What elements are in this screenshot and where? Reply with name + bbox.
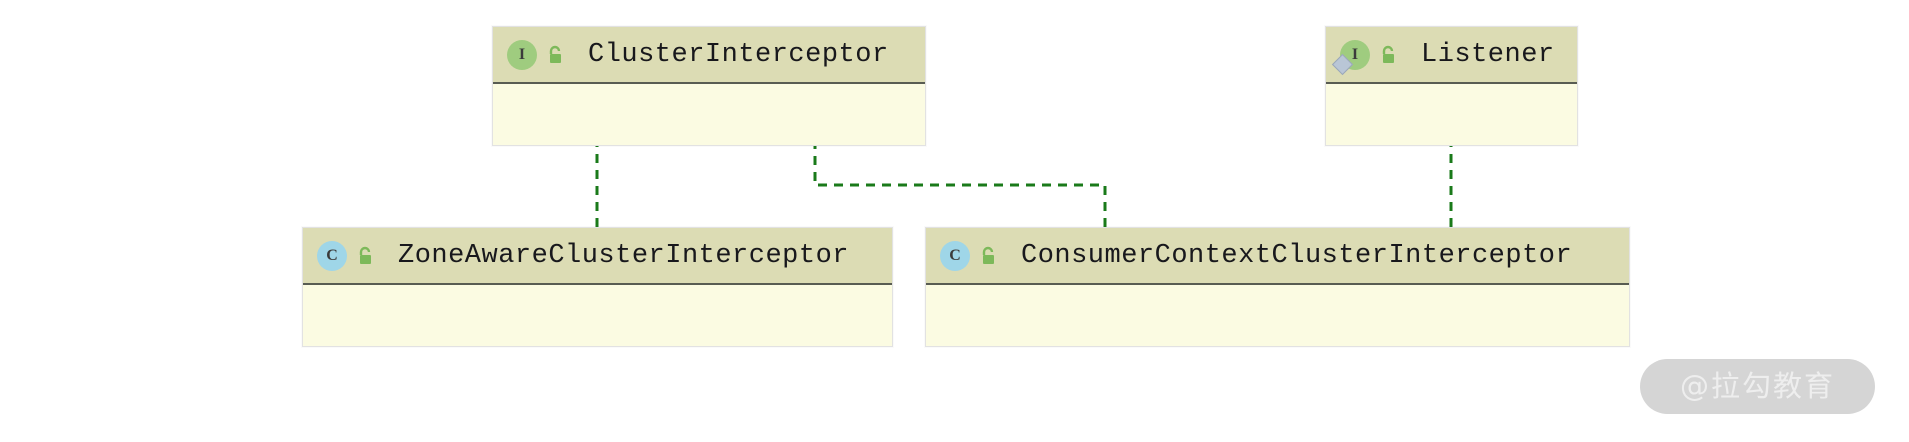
unlocked-padlock-icon xyxy=(544,44,566,66)
unlocked-padlock-icon xyxy=(977,245,999,267)
uml-class-header: C ZoneAwareClusterInterceptor xyxy=(303,228,892,285)
uml-class-members-compartment xyxy=(1326,84,1577,138)
uml-class-members-compartment xyxy=(493,84,925,138)
uml-class-name: ClusterInterceptor xyxy=(588,39,889,70)
uml-class-zone-aware-cluster-interceptor[interactable]: C ZoneAwareClusterInterceptor xyxy=(302,227,893,347)
uml-class-header: C ConsumerContextClusterInterceptor xyxy=(926,228,1629,285)
uml-class-name: ConsumerContextClusterInterceptor xyxy=(1021,240,1573,271)
uml-class-name: ZoneAwareClusterInterceptor xyxy=(398,240,849,271)
uml-class-header: I ClusterInterceptor xyxy=(493,27,925,84)
interface-stereotype-icon: I xyxy=(1331,39,1370,75)
uml-class-header: I Listener xyxy=(1326,27,1577,84)
class-stereotype-letter: C xyxy=(317,240,347,271)
class-stereotype-icon: C xyxy=(940,240,970,271)
uml-class-name: Listener xyxy=(1421,39,1555,70)
uml-class-cluster-interceptor[interactable]: I ClusterInterceptor xyxy=(492,26,926,146)
unlocked-padlock-icon xyxy=(1377,44,1399,66)
class-stereotype-icon: C xyxy=(317,240,347,271)
uml-class-members-compartment xyxy=(303,285,892,339)
uml-class-listener[interactable]: I Listener xyxy=(1325,26,1578,146)
interface-stereotype-letter: I xyxy=(507,39,537,70)
interface-stereotype-icon: I xyxy=(507,39,537,70)
watermark: @拉勾教育 xyxy=(1639,359,1875,414)
class-stereotype-letter: C xyxy=(940,240,970,271)
unlocked-padlock-icon xyxy=(354,245,376,267)
uml-class-consumer-context-cluster-interceptor[interactable]: C ConsumerContextClusterInterceptor xyxy=(925,227,1630,347)
uml-class-members-compartment xyxy=(926,285,1629,339)
